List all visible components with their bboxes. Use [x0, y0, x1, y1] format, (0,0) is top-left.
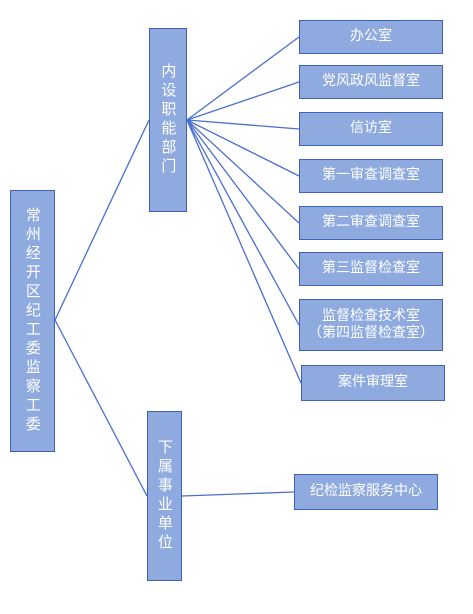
connector-internal-d8: [186, 119, 302, 384]
connector-affiliated-u1: [181, 491, 295, 497]
connector-internal-d6: [186, 119, 300, 270]
connector-internal-d2: [186, 81, 300, 121]
internal-departments-node: 内设职能部门: [149, 28, 187, 212]
department-label: 党风政风监督室: [322, 73, 420, 90]
connector-internal-d4: [186, 119, 300, 177]
connector-internal-d7: [186, 119, 300, 326]
unit-label: 纪检监察服务中心: [310, 483, 422, 500]
unit-node: 纪检监察服务中心: [294, 474, 438, 510]
department-label: 办公室: [350, 28, 392, 45]
department-node: 党风政风监督室: [299, 65, 443, 99]
department-label: 案件审理室: [338, 374, 408, 391]
department-label: 监督检查技术室: [322, 307, 420, 324]
department-node: 第三监督检查室: [299, 252, 443, 286]
affiliated-units-label: 下属事业单位: [155, 439, 174, 553]
affiliated-units-node: 下属事业单位: [147, 411, 182, 581]
department-node: 信访室: [299, 112, 443, 146]
department-label: 第一审查调查室: [322, 167, 420, 184]
department-node: 办公室: [299, 20, 443, 54]
department-label: 第二审查调查室: [322, 214, 420, 231]
connector-root-internal: [54, 119, 150, 321]
root-node: 常州经开区纪工委监察工委: [10, 190, 55, 452]
connector-internal-d1: [186, 36, 300, 121]
connector-root-affiliated: [54, 319, 148, 497]
department-label: 信访室: [350, 120, 392, 137]
department-node: 案件审理室: [301, 365, 445, 401]
connector-internal-d5: [186, 119, 300, 224]
department-label: 第三监督检查室: [322, 260, 420, 277]
internal-departments-label: 内设职能部门: [159, 63, 178, 177]
department-node: 第二审查调查室: [299, 206, 443, 240]
root-node-label: 常州经开区纪工委监察工委: [23, 207, 42, 435]
department-node: 第一审查调查室: [299, 159, 443, 193]
department-node: 监督检查技术室 （第四监督检查室）: [299, 299, 443, 351]
department-sublabel: （第四监督检查室）: [308, 325, 434, 341]
connector-internal-d3: [186, 119, 300, 130]
